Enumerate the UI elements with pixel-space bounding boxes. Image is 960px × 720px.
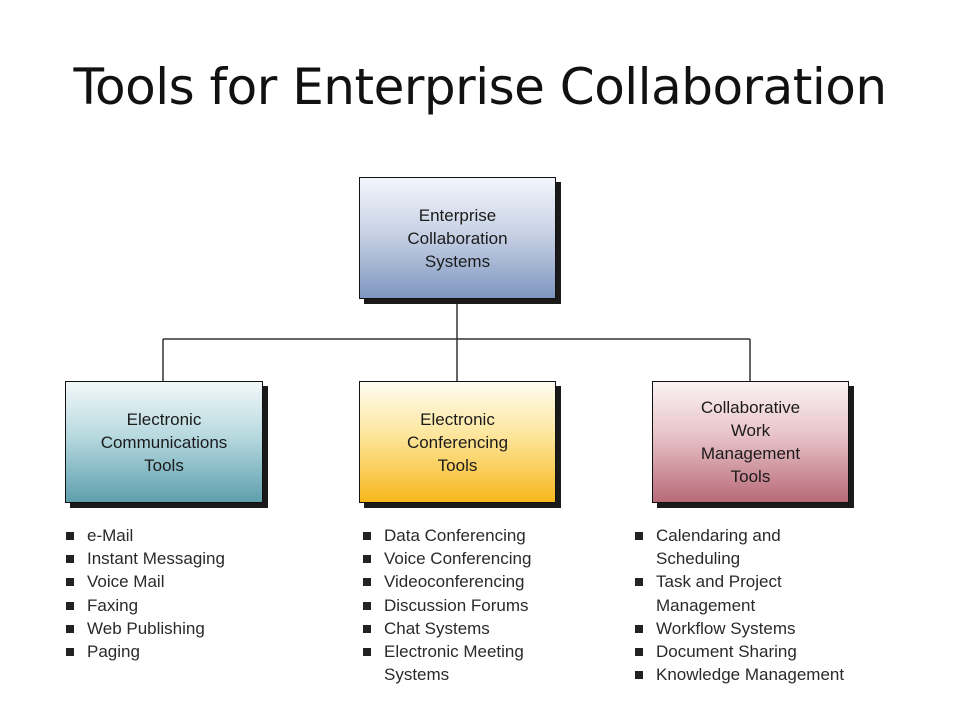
- list-item-label: Voice Conferencing: [384, 549, 532, 569]
- square-bullet-icon: [66, 648, 74, 657]
- list-item: Voice Mail: [66, 570, 296, 593]
- work-management-tools-list: Calendaring and Scheduling Task and Proj…: [635, 524, 895, 686]
- conferencing-tools-list: Data Conferencing Voice Conferencing Vid…: [363, 524, 593, 686]
- list-item: Electronic Meeting Systems: [363, 640, 593, 686]
- list-item: Videoconferencing: [363, 570, 593, 593]
- list-item: Workflow Systems: [635, 617, 895, 640]
- list-item: Document Sharing: [635, 640, 895, 663]
- square-bullet-icon: [363, 601, 371, 610]
- list-item-label: Workflow Systems: [656, 618, 796, 638]
- list-item: Discussion Forums: [363, 594, 593, 617]
- list-item-label: Web Publishing: [87, 618, 205, 638]
- list-item-label: Task and Project Management: [656, 572, 782, 615]
- slide-title: Tools for Enterprise Collaboration: [73, 58, 887, 116]
- square-bullet-icon: [363, 578, 371, 587]
- list-item: Instant Messaging: [66, 547, 296, 570]
- list-item-label: Document Sharing: [656, 642, 797, 662]
- node-label: Electronic Conferencing Tools: [406, 409, 509, 475]
- node-label: Enterprise Collaboration Systems: [407, 205, 508, 271]
- square-bullet-icon: [635, 532, 643, 540]
- node-electronic-conferencing-tools: Electronic Conferencing Tools: [359, 381, 556, 503]
- square-bullet-icon: [66, 532, 74, 540]
- square-bullet-icon: [635, 578, 643, 587]
- square-bullet-icon: [66, 555, 74, 564]
- list-item-label: Discussion Forums: [384, 595, 529, 615]
- square-bullet-icon: [635, 671, 643, 680]
- list-item-label: Paging: [87, 642, 140, 662]
- list-item-label: Faxing: [87, 595, 139, 615]
- list-item: Data Conferencing: [363, 524, 593, 547]
- node-collaborative-work-management-tools: Collaborative Work Management Tools: [652, 381, 849, 503]
- node-electronic-communications-tools: Electronic Communications Tools: [65, 381, 263, 503]
- list-item-label: Chat Systems: [384, 618, 490, 638]
- square-bullet-icon: [66, 624, 74, 633]
- list-item-label: Calendaring and Scheduling: [656, 526, 781, 569]
- list-item: Faxing: [66, 594, 296, 617]
- list-item-label: Electronic Meeting Systems: [384, 642, 524, 685]
- list-item-label: Data Conferencing: [384, 526, 526, 545]
- square-bullet-icon: [363, 532, 371, 540]
- list-item: Task and Project Management: [635, 570, 895, 616]
- list-item-label: Knowledge Management: [656, 665, 845, 685]
- square-bullet-icon: [363, 555, 371, 564]
- list-item-label: Instant Messaging: [87, 549, 225, 569]
- list-item: e-Mail: [66, 524, 296, 547]
- square-bullet-icon: [66, 578, 74, 587]
- node-label: Electronic Communications Tools: [100, 409, 228, 475]
- list-item-label: Videoconferencing: [384, 572, 525, 592]
- list-item-label: Voice Mail: [87, 572, 165, 592]
- square-bullet-icon: [635, 624, 643, 633]
- list-item: Knowledge Management: [635, 663, 895, 686]
- communications-tools-list: e-Mail Instant Messaging Voice Mail Faxi…: [66, 524, 296, 663]
- square-bullet-icon: [635, 648, 643, 657]
- square-bullet-icon: [363, 648, 371, 657]
- square-bullet-icon: [363, 624, 371, 633]
- node-label: Collaborative Work Management Tools: [700, 398, 801, 486]
- list-item: Web Publishing: [66, 617, 296, 640]
- square-bullet-icon: [66, 601, 74, 610]
- list-item: Voice Conferencing: [363, 547, 593, 570]
- list-item: Calendaring and Scheduling: [635, 524, 895, 570]
- list-item: Chat Systems: [363, 617, 593, 640]
- node-enterprise-collaboration-systems: Enterprise Collaboration Systems: [359, 177, 556, 299]
- list-item: Paging: [66, 640, 296, 663]
- list-item-label: e-Mail: [87, 526, 134, 545]
